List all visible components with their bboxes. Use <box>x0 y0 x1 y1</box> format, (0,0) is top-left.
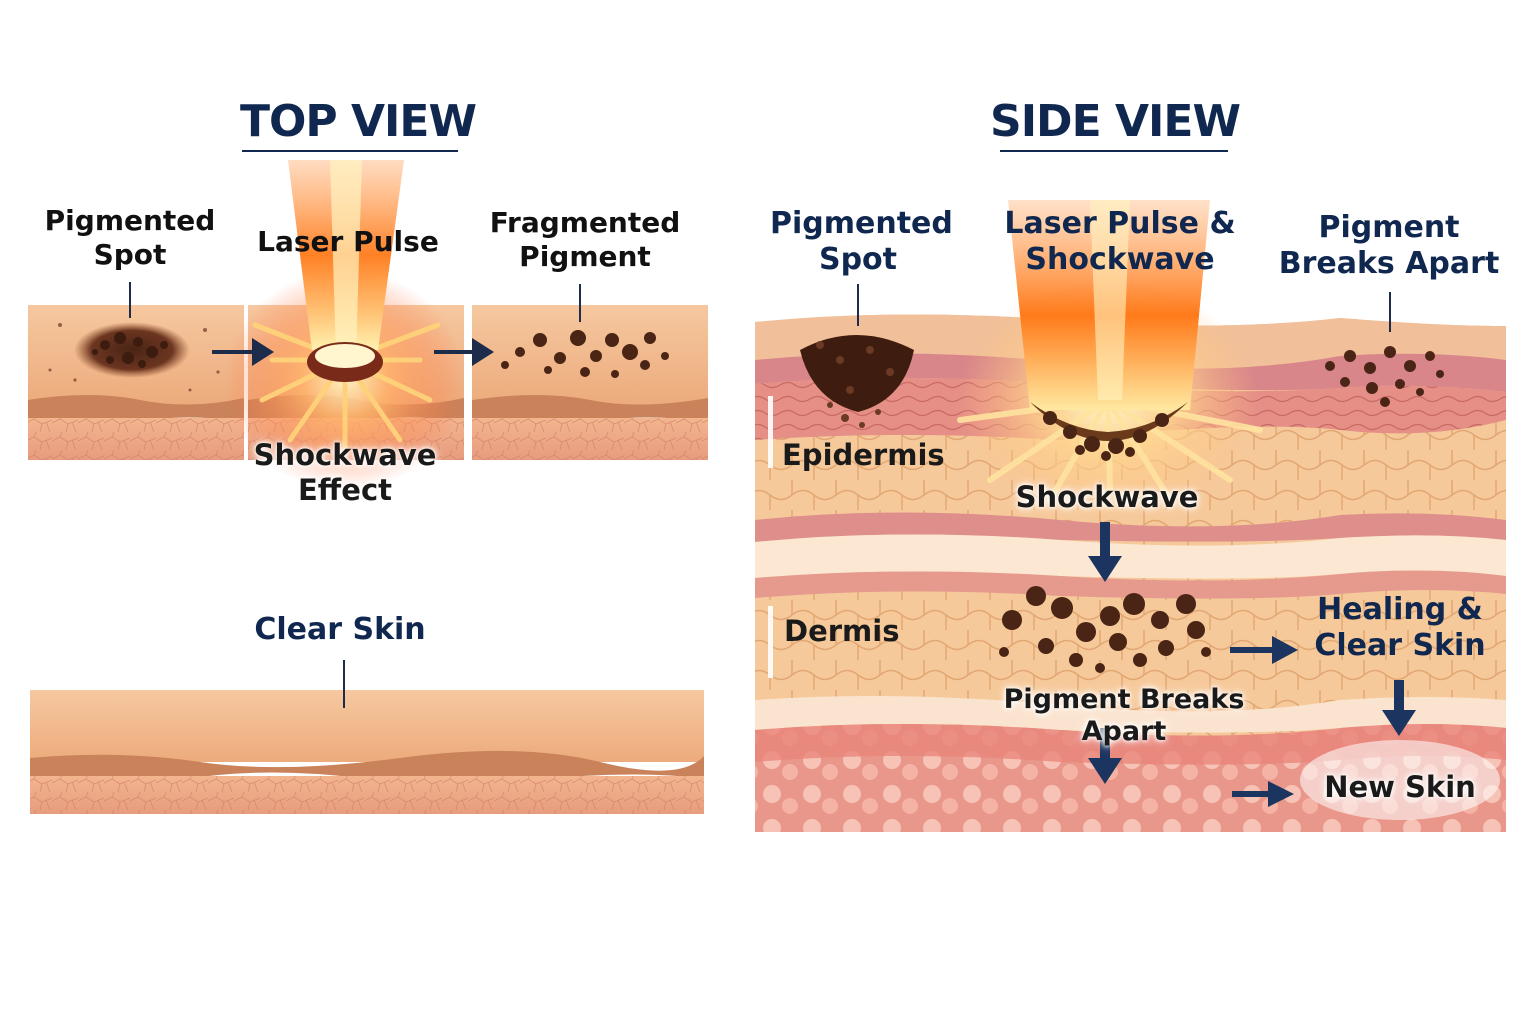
top-label-fragmented-pigment: Fragmented Pigment <box>489 206 681 273</box>
side-label-new-skin: New Skin <box>1324 770 1476 804</box>
top-view-title-underline <box>242 150 458 152</box>
top-label-shockwave-effect: Shockwave Effect <box>253 438 437 507</box>
side-label-pigment-breaks-apart-top: Pigment Breaks Apart <box>1278 210 1500 281</box>
skin-block-pigmented <box>28 305 244 460</box>
side-view-illustration <box>755 200 1506 832</box>
side-label-pigmented-spot: Pigmented Spot <box>770 206 953 277</box>
side-leader-pigmented-spot <box>857 284 859 326</box>
side-view-title-underline <box>1000 150 1228 152</box>
side-label-pigment-breaks-apart: Pigment Breaks Apart <box>1003 684 1245 748</box>
side-label-shockwave: Shockwave <box>1015 480 1199 514</box>
side-label-epidermis: Epidermis <box>782 438 945 472</box>
skin-block-fragmented <box>472 305 708 460</box>
top-leader-fragmented <box>579 284 581 322</box>
skin-block-laser <box>225 160 465 490</box>
side-label-healing-clear-skin: Healing & Clear Skin <box>1314 592 1486 663</box>
top-view-title: TOP VIEW <box>240 96 477 147</box>
top-leader-pigmented-spot <box>129 282 131 318</box>
side-view-title: SIDE VIEW <box>990 96 1241 147</box>
side-leader-pigment-breaks <box>1389 292 1391 332</box>
side-label-laser-pulse-shockwave: Laser Pulse & Shockwave <box>1004 206 1236 277</box>
top-label-clear-skin: Clear Skin <box>254 612 426 647</box>
top-leader-clear-skin <box>343 660 345 708</box>
top-view-illustration <box>28 160 708 814</box>
top-label-pigmented-spot: Pigmented Spot <box>44 204 216 271</box>
top-arrows <box>212 338 494 366</box>
top-label-laser-pulse: Laser Pulse <box>257 225 439 258</box>
side-label-dermis: Dermis <box>784 614 900 648</box>
skin-block-clear <box>30 690 704 814</box>
